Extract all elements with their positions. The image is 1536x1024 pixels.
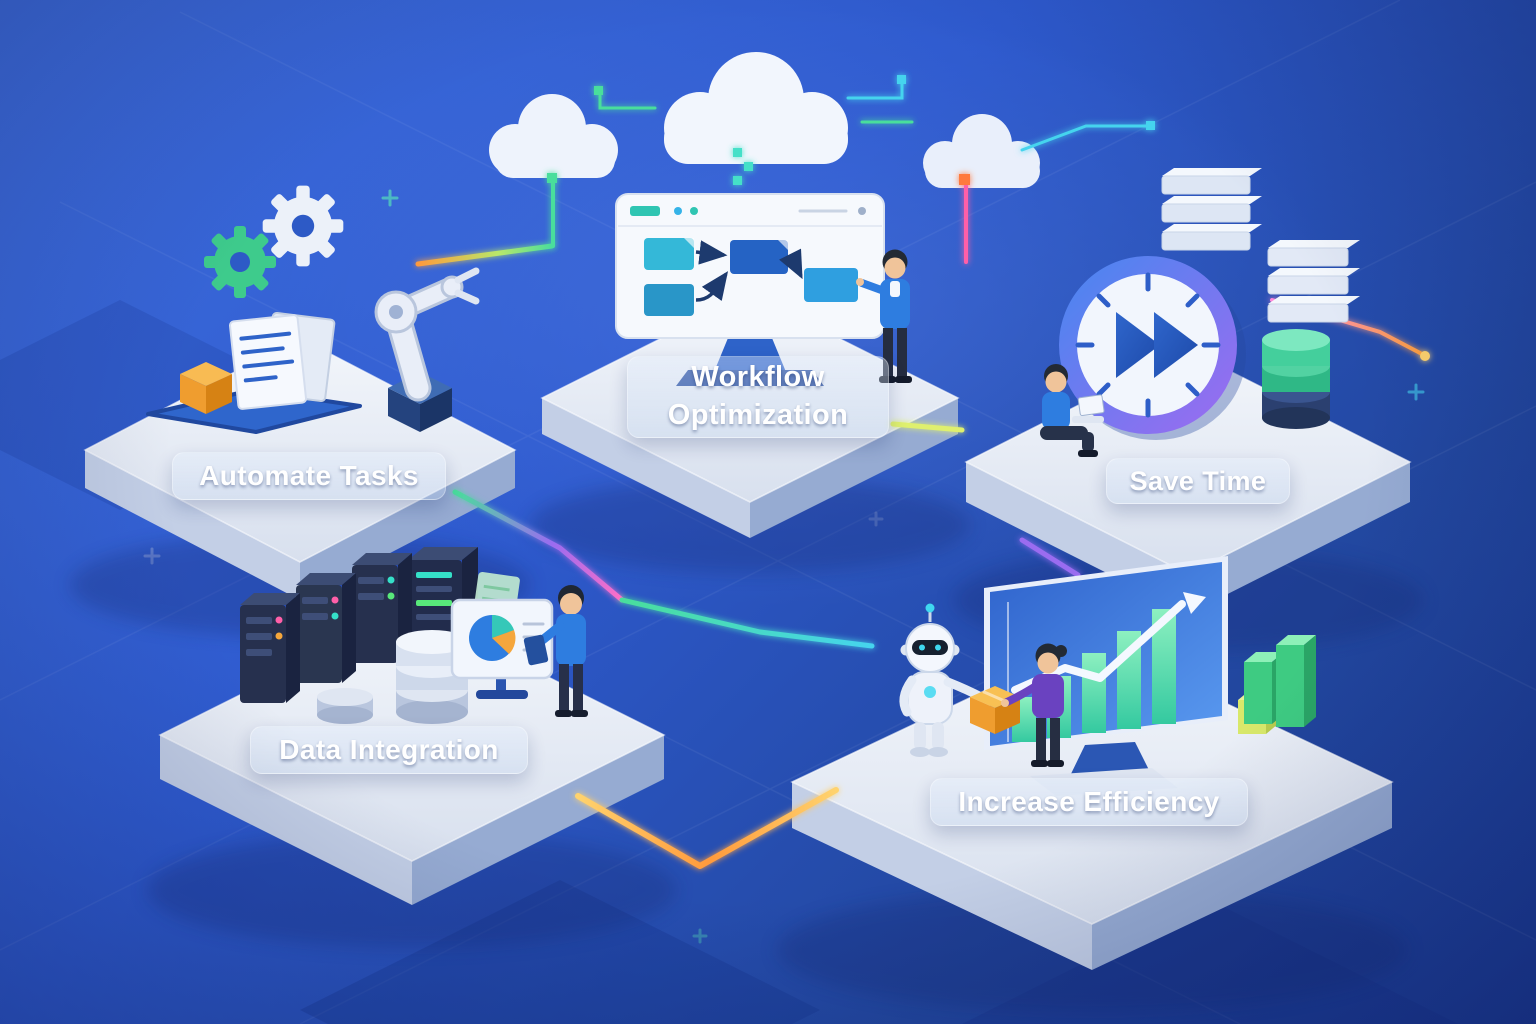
person-with-laptop-figure (1040, 364, 1105, 457)
paper-stacks-icon (1161, 168, 1360, 323)
save-time-group (1040, 168, 1360, 457)
flowchart-monitor-icon (615, 193, 885, 386)
documents-icon (228, 311, 336, 410)
database-cylinders-icon (317, 630, 468, 724)
label-workflow-optimization: Workflow Optimization (627, 356, 889, 438)
workflow-optimization-group (615, 193, 912, 386)
database-stack-icon (1262, 329, 1330, 429)
increase-efficiency-group (899, 556, 1316, 796)
label-data-integration-text: Data Integration (279, 734, 499, 765)
package-box-icon (180, 362, 232, 414)
label-save-time: Save Time (1106, 458, 1290, 504)
fast-forward-clock-icon (1059, 256, 1246, 440)
cloud-center-icon (664, 52, 848, 164)
pie-chart-monitor-icon (450, 598, 554, 699)
connector-lines (415, 243, 1081, 869)
robot-arm-icon (374, 267, 480, 432)
growth-bars-3d-icon (1238, 635, 1316, 734)
label-increase-efficiency: Increase Efficiency (930, 778, 1248, 826)
platform-workflow-optimization (540, 293, 960, 538)
data-integration-group (240, 547, 588, 724)
cloud-left-icon (489, 94, 618, 178)
label-save-time-text: Save Time (1129, 465, 1267, 496)
circuit-traces (547, 75, 1430, 361)
standing-person-figure (856, 249, 912, 383)
robot-assistant-figure (899, 603, 986, 757)
cloud-right-icon (923, 114, 1040, 188)
standing-person-figure (523, 585, 588, 717)
label-data-integration: Data Integration (250, 726, 528, 774)
label-workflow-optimization-text: Workflow Optimization (667, 361, 849, 431)
label-automate-tasks: Automate Tasks (172, 452, 446, 500)
automate-tasks-group (146, 185, 480, 434)
label-automate-tasks-text: Automate Tasks (199, 460, 419, 491)
person-receiving-box-figure (1001, 643, 1067, 767)
gears-icon (204, 185, 344, 298)
label-increase-efficiency-text: Increase Efficiency (958, 786, 1220, 817)
